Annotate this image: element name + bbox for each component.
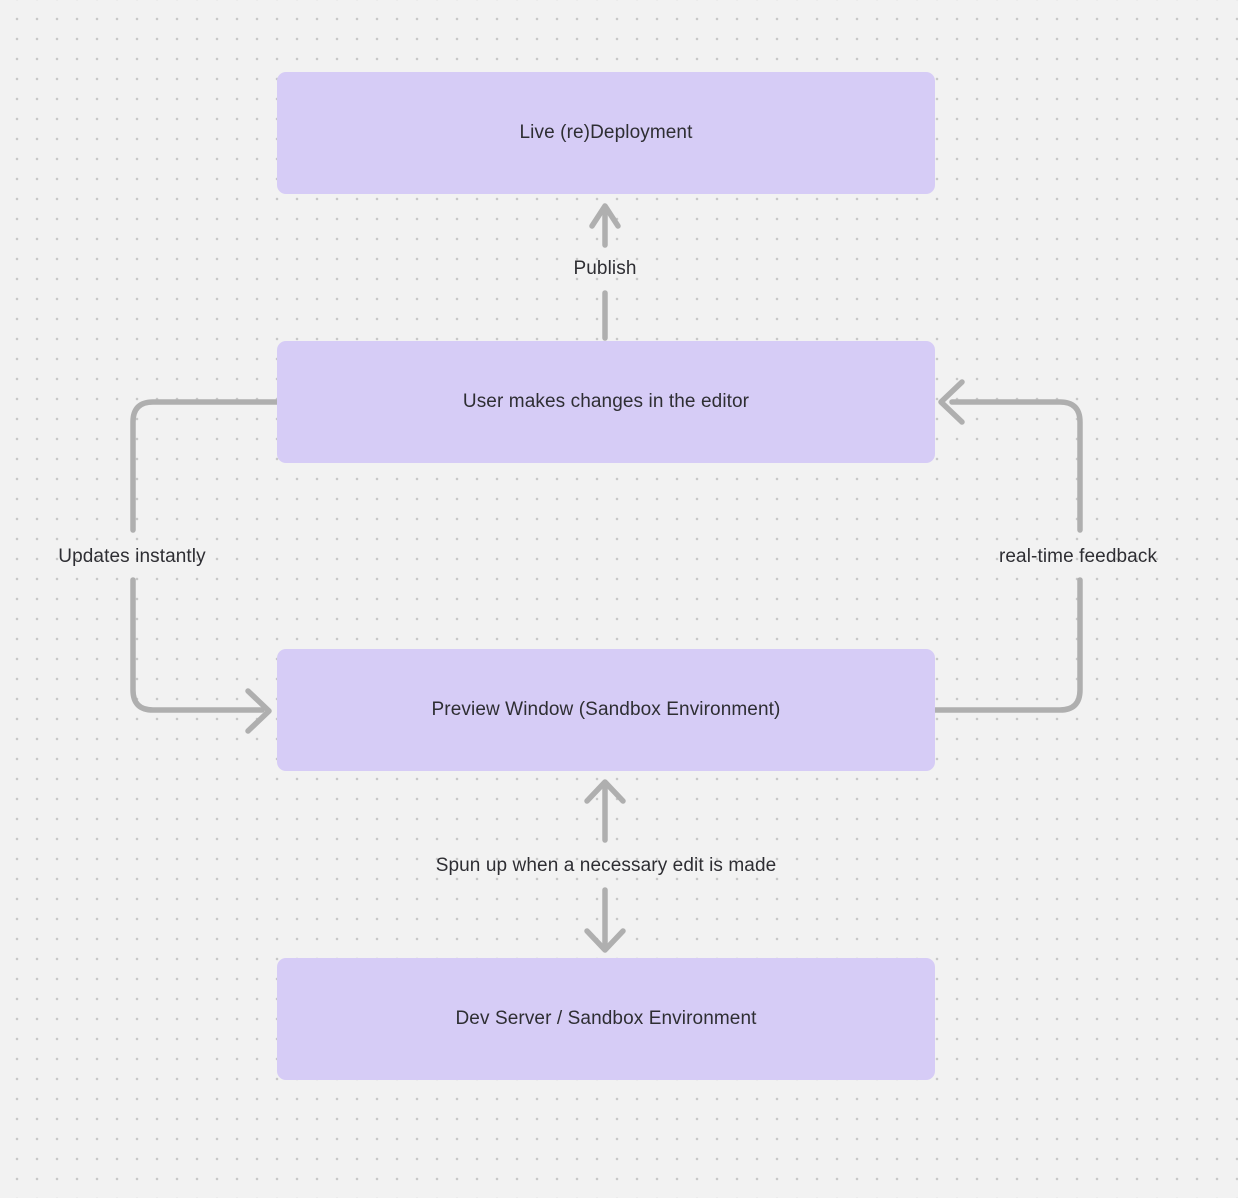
node-label: User makes changes in the editor bbox=[462, 391, 750, 412]
arrowhead-left-icon bbox=[938, 379, 965, 425]
node-label: Dev Server / Sandbox Environment bbox=[455, 1008, 757, 1029]
arrowhead-up-icon bbox=[589, 203, 621, 229]
node-label: Live (re)Deployment bbox=[519, 122, 693, 143]
node-live-redeployment: Live (re)Deployment bbox=[277, 72, 935, 194]
arrowhead-down-icon bbox=[584, 928, 626, 953]
edge-label-real-time-feedback: real-time feedback bbox=[998, 546, 1158, 567]
node-label: Preview Window (Sandbox Environment) bbox=[431, 699, 781, 720]
node-dev-server: Dev Server / Sandbox Environment bbox=[277, 958, 935, 1080]
edge-label-updates-instantly: Updates instantly bbox=[58, 546, 206, 567]
edge-label-spun-up: Spun up when a necessary edit is made bbox=[435, 855, 777, 876]
node-preview-window: Preview Window (Sandbox Environment) bbox=[277, 649, 935, 771]
node-user-changes: User makes changes in the editor bbox=[277, 341, 935, 463]
arrowhead-up-icon bbox=[584, 779, 626, 804]
arrowhead-right-icon bbox=[245, 688, 272, 734]
edge-label-publish: Publish bbox=[573, 258, 637, 279]
